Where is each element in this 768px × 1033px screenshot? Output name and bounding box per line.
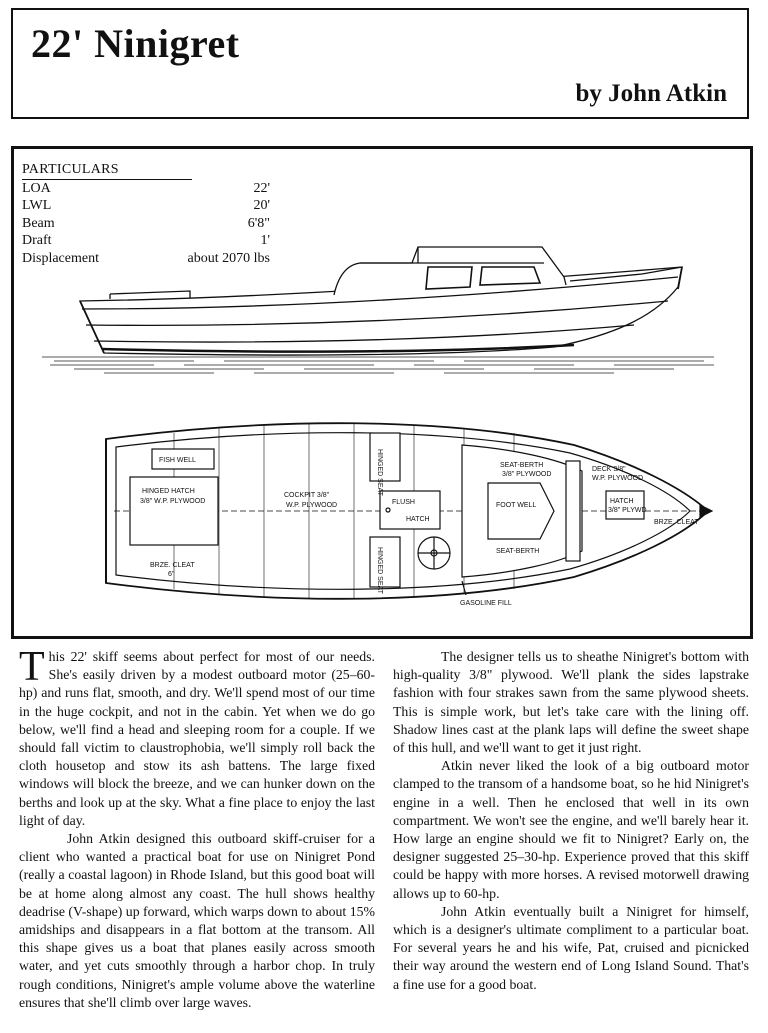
cockpit-label: COCKPIT 3/8" (284, 492, 330, 499)
article-paragraph: The designer tells us to sheathe Ninigre… (393, 649, 749, 756)
deck-label: DECK 3/8" (592, 466, 626, 473)
byline: by John Atkin (575, 80, 727, 107)
hinged-hatch-spec-label: 3/8" W.P. PLYWOOD (140, 498, 205, 505)
deck-spec-label: W.P. PLYWOOD (592, 475, 643, 482)
hatch-fwd-spec-label: 3/8" PLYWD (608, 507, 647, 514)
fish-well-label: FISH WELL (159, 457, 196, 464)
article-paragraph: John Atkin designed this outboard skiff-… (19, 831, 375, 1010)
article-paragraph: Atkin never liked the look of a big outb… (393, 758, 749, 901)
drop-cap: T (19, 644, 45, 690)
cockpit-spec-label: W.P. PLYWOOD (286, 502, 337, 509)
bronze-cleat-aft-label: BRZE. CLEAT (150, 562, 195, 569)
particulars-heading: PARTICULARS (22, 161, 192, 180)
article-paragraph: John Atkin eventually built a Ninigret f… (393, 903, 749, 992)
gasoline-fill-label: GASOLINE FILL (460, 600, 512, 607)
bronze-cleat-aft-size-label: 6" (168, 571, 175, 578)
hatch-label: HATCH (406, 516, 430, 523)
seat-berth-top-label: SEAT-BERTH (500, 462, 543, 469)
hatch-fwd-label: HATCH (610, 498, 634, 505)
bronze-cleat-fwd-label: BRZE. CLEAT (654, 519, 699, 526)
hinged-seat-top-label: HINGED SEAT (376, 449, 383, 497)
hinged-hatch-label: HINGED HATCH (142, 488, 195, 495)
hinged-seat-bottom-label: HINGED SEAT (376, 547, 383, 595)
flush-label: FLUSH (392, 499, 415, 506)
foot-well-label: FOOT WELL (496, 502, 536, 509)
page-title: 22' Ninigret (31, 21, 240, 66)
water-lines (42, 356, 714, 374)
seat-berth-spec-label: 3/8" PLYWOOD (502, 471, 551, 478)
seat-berth-bottom-label: SEAT-BERTH (496, 548, 539, 555)
plan-view (105, 422, 714, 600)
article-column-right: The designer tells us to sheathe Ninigre… (393, 648, 749, 994)
profile-view (78, 246, 683, 356)
plan-labels: FISH WELL HINGED HATCH 3/8" W.P. PLYWOOD… (140, 449, 699, 607)
title-banner: 22' Ninigret by John Atkin (11, 8, 749, 119)
boat-drawings: FISH WELL HINGED HATCH 3/8" W.P. PLYWOOD… (42, 246, 714, 607)
